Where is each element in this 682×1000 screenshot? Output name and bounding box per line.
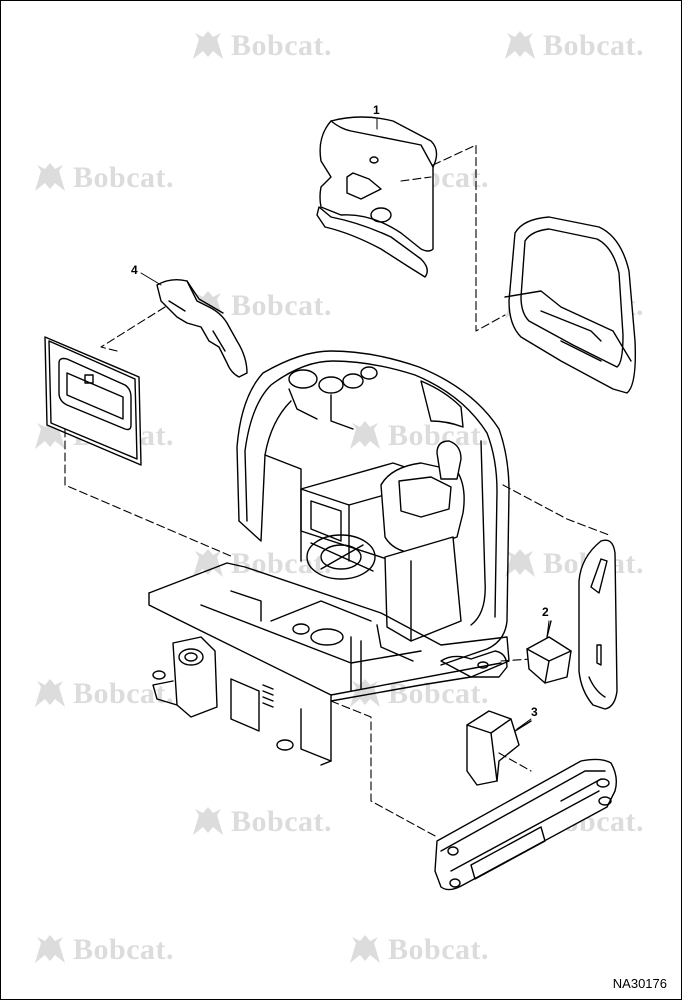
- callout-part-4: 4: [131, 263, 138, 277]
- part-4-bracket: [156, 278, 248, 378]
- callout-part-3: 3: [531, 705, 538, 719]
- bottom-front-panel: [434, 758, 618, 891]
- part-2-block: [526, 620, 572, 684]
- cab-body: [236, 350, 510, 666]
- callout-part-2: 2: [542, 605, 549, 619]
- part-3-wedge: [466, 710, 532, 786]
- callout-part-1: 1: [373, 103, 380, 117]
- window-frame: [504, 216, 637, 394]
- chassis-frame: [148, 562, 510, 766]
- part-1-pad: [316, 116, 438, 278]
- left-side-panel: [44, 336, 142, 466]
- figure-id: NA30176: [612, 976, 667, 991]
- right-side-panel: [578, 539, 618, 710]
